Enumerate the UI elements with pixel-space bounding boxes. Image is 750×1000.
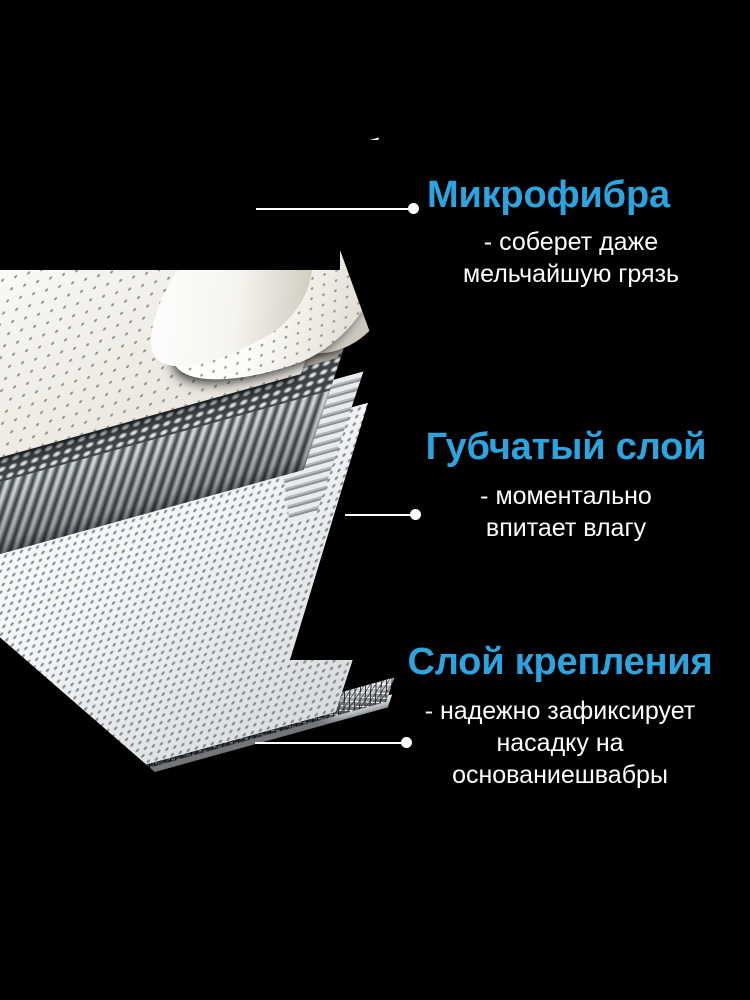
callout-microfiber-description-line-1: - соберет даже (483, 228, 659, 256)
callout-microfiber-description-line-2: мельчайшую грязь (462, 260, 680, 288)
leader-line-fixation (255, 737, 412, 749)
callout-fixation-title: Слой крепления (407, 641, 713, 683)
leader-line-stroke (345, 514, 411, 516)
callout-sponge-description-line-1: - моментально (480, 482, 652, 510)
callout-fixation-description-line-3: основаниешвабры (452, 761, 668, 789)
leader-dot (401, 737, 412, 748)
leader-line-microfiber (256, 203, 419, 215)
background-mask-top-left (0, 150, 340, 270)
callout-fixation-description: - надежно зафиксирует насадку на основан… (380, 695, 740, 791)
leader-dot (408, 203, 419, 214)
leader-line-stroke (256, 208, 409, 210)
callout-fixation-description-line-2: насадку на (496, 729, 624, 757)
callout-microfiber-title: Микрофибра (427, 174, 670, 216)
callout-sponge-title: Губчатый слой (425, 426, 707, 468)
callout-microfiber-description: - соберет даже мельчайшую грязь (403, 226, 739, 290)
callout-sponge: Губчатый слой - моментально впитает влаг… (392, 428, 740, 544)
callout-sponge-description-line-2: впитает влагу (485, 514, 647, 542)
leader-dot (410, 509, 421, 520)
callout-fixation: Слой крепления - надежно зафиксирует нас… (380, 643, 740, 791)
leader-line-sponge (345, 509, 421, 521)
callout-fixation-description-line-1: - надежно зафиксирует (424, 697, 696, 725)
leader-line-stroke (255, 742, 402, 744)
callout-sponge-description: - моментально впитает влагу (392, 480, 740, 544)
callout-microfiber: Микрофибра - соберет даже мельчайшую гря… (403, 176, 739, 290)
